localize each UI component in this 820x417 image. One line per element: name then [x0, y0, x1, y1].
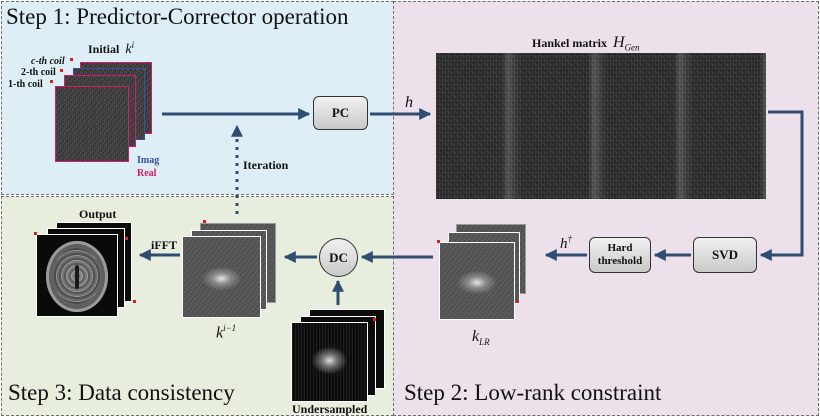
k-lr-marker — [516, 300, 519, 303]
hankel-matrix-image — [436, 53, 766, 199]
coil-marker — [60, 69, 63, 72]
k-prev-label: ki−1 — [216, 323, 237, 342]
output-label: Output — [79, 207, 117, 221]
initial-label: Initial ki — [88, 40, 135, 57]
h-dagger-label: h† — [560, 234, 572, 252]
undersampled-label: Undersampled — [292, 402, 368, 416]
k-lr-label: kLR — [472, 328, 490, 348]
k-lr-image-front — [439, 242, 515, 320]
h-label: h — [405, 94, 413, 111]
undersampled-marker — [373, 318, 376, 321]
k-prev-marker — [203, 220, 206, 223]
k-prev-image-front — [182, 236, 261, 318]
coil-2-label: 2-th coil — [21, 67, 56, 78]
iteration-label: Iteration — [243, 158, 289, 172]
hankel-label: Hankel matrix HGen — [532, 34, 640, 53]
step1-title: Step 1: Predictor-Corrector operation — [6, 4, 349, 29]
svd-box: SVD — [693, 237, 757, 273]
coil-marker — [70, 58, 73, 61]
output-brain-image — [36, 234, 118, 317]
step3-title: Step 3: Data consistency — [8, 380, 235, 405]
coil-marker — [50, 80, 53, 83]
output-marker — [125, 237, 128, 240]
coil-1-image — [55, 86, 129, 162]
undersampled-image — [291, 322, 368, 402]
arrow-hankel-to-svd — [759, 110, 804, 261]
real-label: Real — [137, 168, 157, 179]
hard-threshold-box: Hard threshold — [589, 237, 651, 273]
step2-title: Step 2: Low-rank constraint — [404, 380, 662, 405]
pc-box: PC — [313, 96, 368, 130]
output-marker — [34, 232, 37, 235]
ifft-label: iFFT — [151, 238, 177, 252]
coil-1-label: 1-th coil — [8, 79, 43, 90]
imag-label: Imag — [137, 155, 160, 166]
dc-circle: DC — [319, 238, 358, 277]
k-lr-marker — [437, 240, 440, 243]
coil-c-label: c-th coil — [31, 56, 65, 67]
output-marker — [133, 300, 136, 303]
